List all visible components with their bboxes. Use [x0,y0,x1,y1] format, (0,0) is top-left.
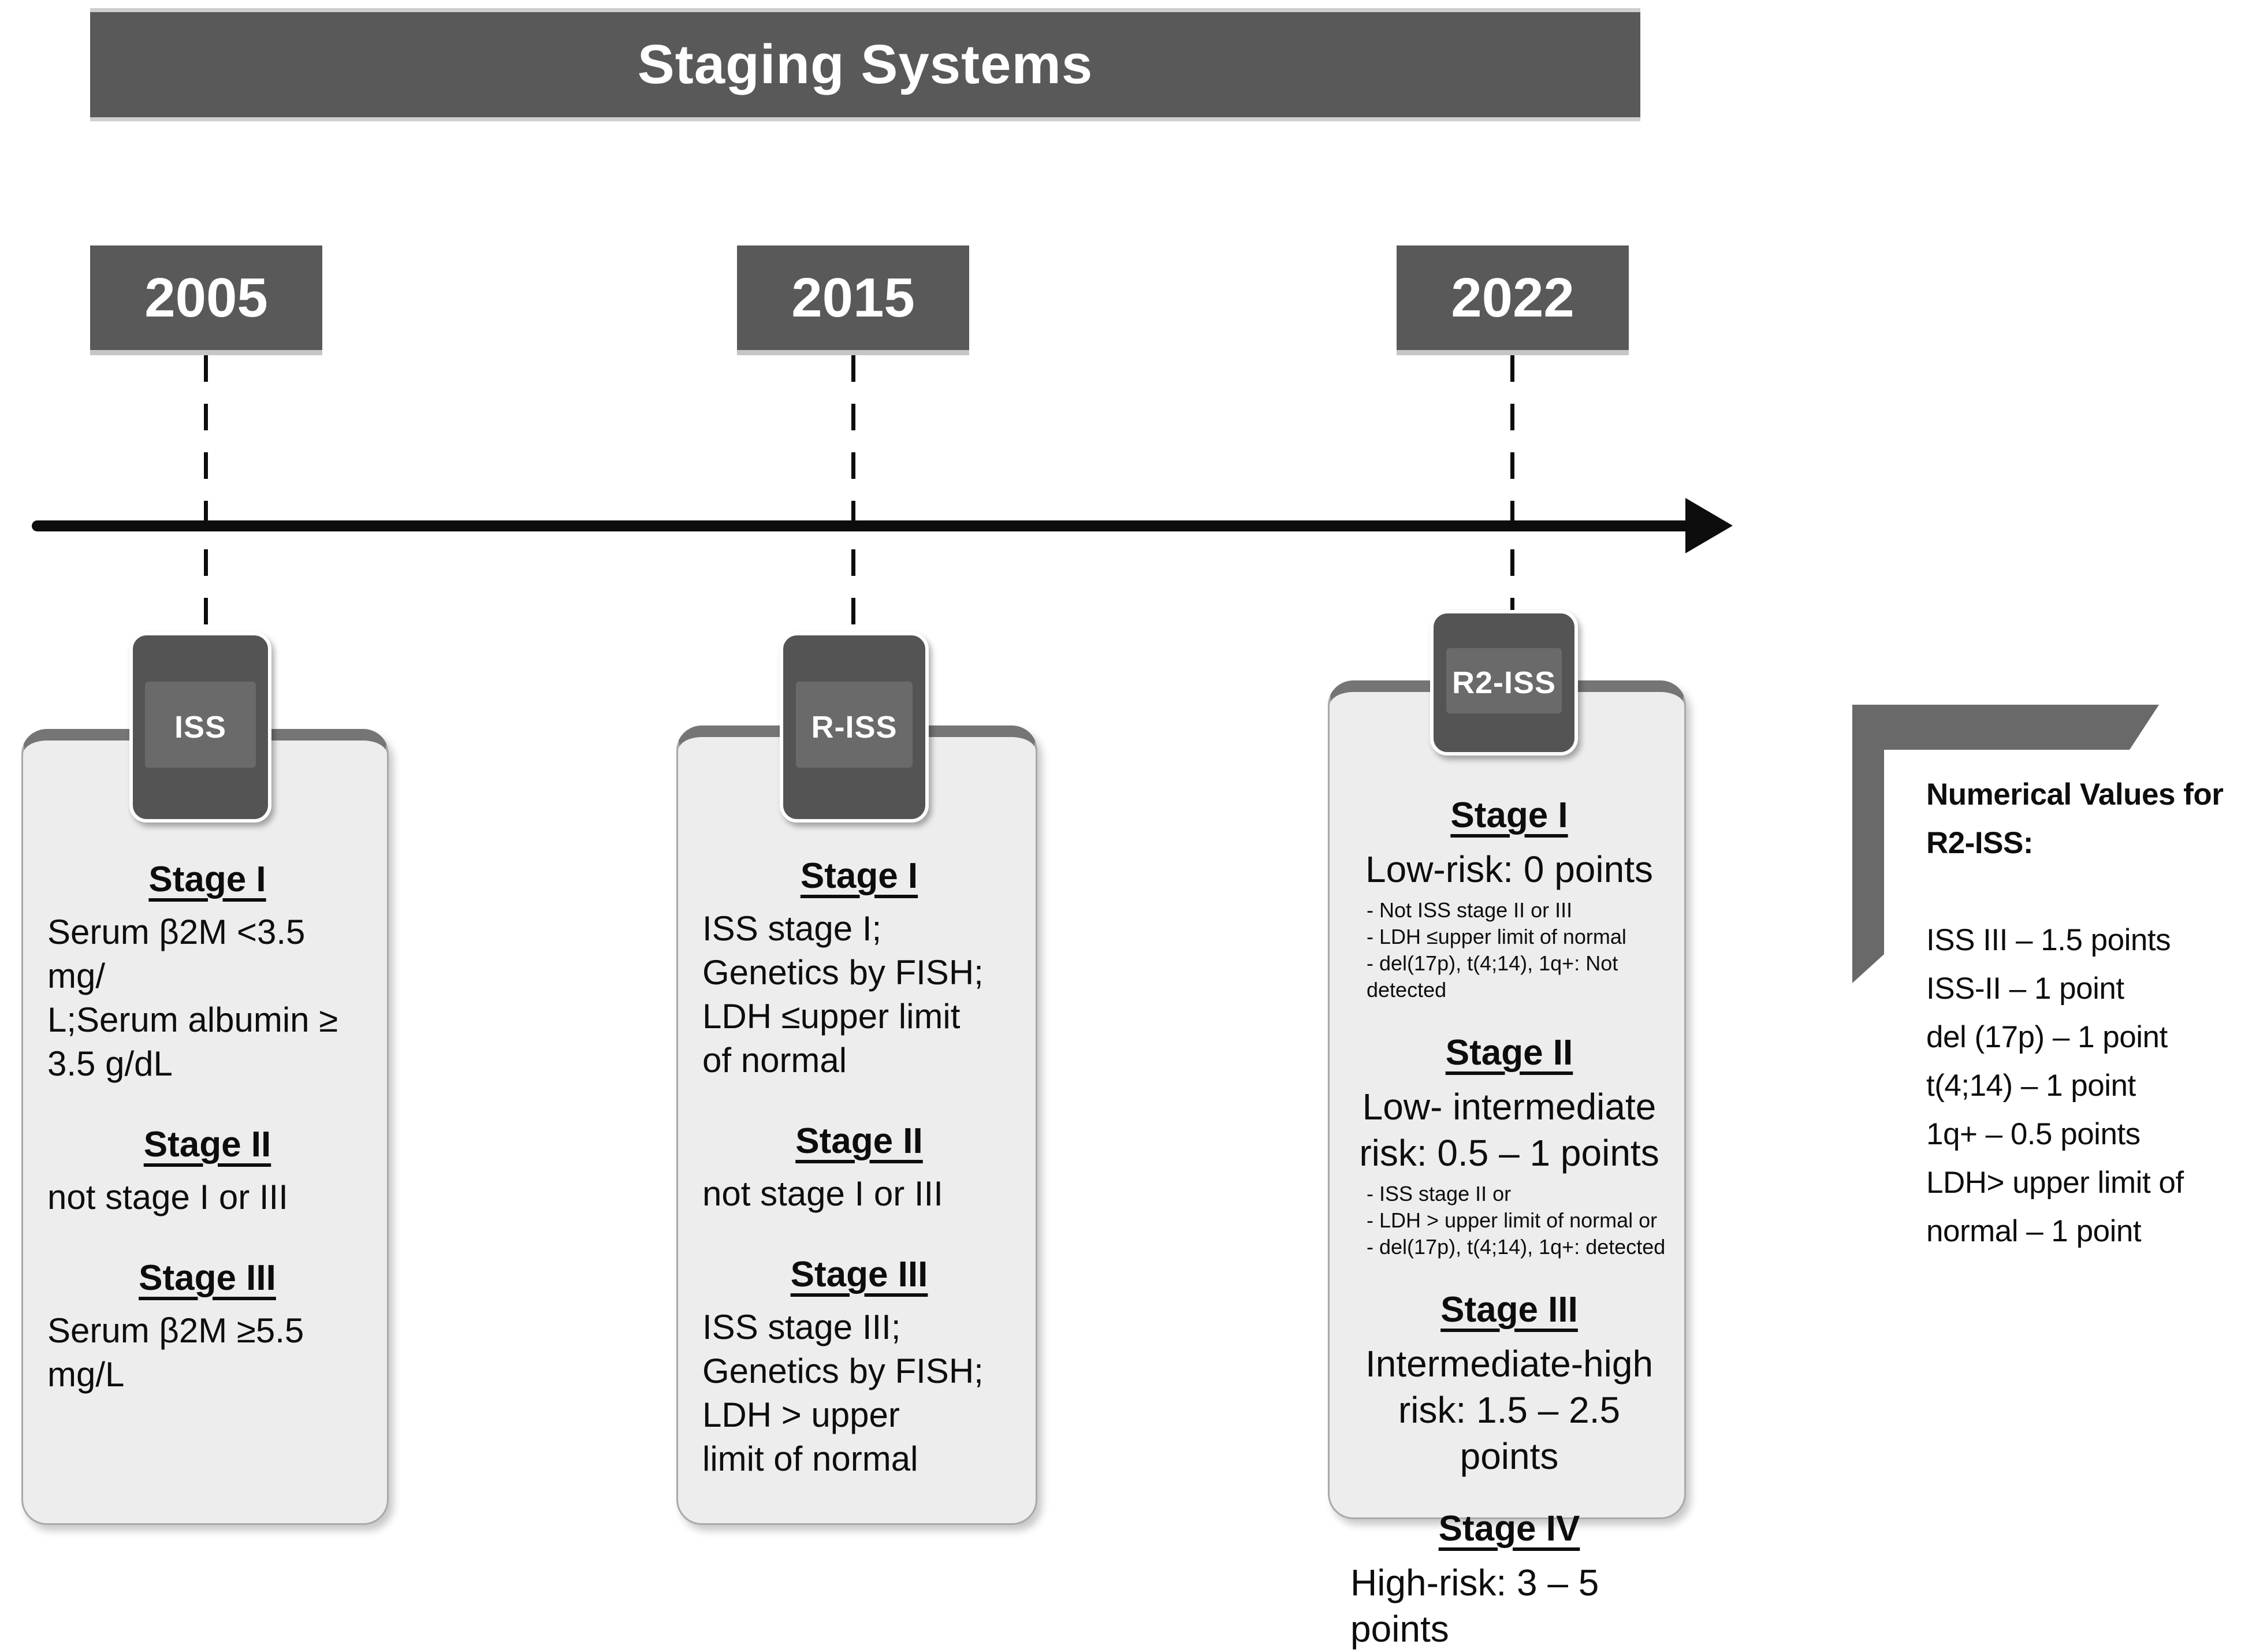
dashed-connector-2005 [204,355,208,634]
stage-heading: Stage I [1450,795,1568,835]
badge-label: R2-ISS [1451,665,1557,700]
stage-section: Stage III ISS stage III; Genetics by FIS… [699,1254,1019,1481]
year-marker-2015: 2015 [737,245,969,355]
timeline-axis [32,520,1695,531]
stage-heading: Stage I [800,856,918,896]
system-badge-r2-iss: R2-ISS [1430,610,1578,756]
timeline-arrowhead-icon [1685,498,1733,553]
year-label: 2005 [144,266,268,329]
stage-body: ISS stage III; Genetics by FISH; LDH > u… [702,1308,984,1478]
stage-section: Stage II Low- intermediate risk: 0.5 – 1… [1350,1032,1668,1260]
stage-heading: Stage III [790,1255,928,1294]
dashed-connector-2022 [1510,355,1514,612]
stage-heading: Stage III [1440,1290,1578,1330]
stage-body: Serum β2M <3.5 mg/ L;Serum albumin ≥ 3.5… [47,913,338,1083]
stage-bullets: - Not ISS stage II or III - LDH ≤upper l… [1367,898,1626,1002]
badge-label: ISS [174,710,227,745]
stage-risk: High-risk: 3 – 5 points [1350,1562,1599,1650]
stage-body: Serum β2M ≥5.5 mg/L [47,1311,304,1394]
legend: Numerical Values for R2-ISS: ISS III – 1… [1926,722,2224,1304]
stage-section: Stage II not stage I or III [44,1124,371,1219]
card-r2-iss-content: Stage I Low-risk: 0 points - Not ISS sta… [1330,692,1684,1652]
page-title: Staging Systems [637,34,1093,95]
card-r2-iss: Stage I Low-risk: 0 points - Not ISS sta… [1328,680,1686,1650]
stage-heading: Stage III [139,1258,276,1298]
system-badge-iss: ISS [129,632,271,823]
legend-values: ISS III – 1.5 points ISS-II – 1 point de… [1926,923,2184,1248]
stage-risk: Low-risk: 0 points [1365,849,1653,890]
card-iss-content: Stage I Serum β2M <3.5 mg/ L;Serum album… [23,741,387,1397]
stage-risk: Low- intermediate risk: 0.5 – 1 points [1359,1086,1659,1174]
legend-corner-bracket-icon [1852,705,2159,983]
legend-heading: Numerical Values for R2-ISS: [1926,777,2224,860]
card-iss: Stage I Serum β2M <3.5 mg/ L;Serum album… [21,729,389,1525]
stage-section: Stage II not stage I or III [699,1121,1019,1216]
stage-heading: Stage I [148,860,266,899]
stage-body: ISS stage I; Genetics by FISH; LDH ≤uppe… [702,909,984,1080]
badge-bevel [1446,648,1562,713]
stage-section: Stage III Serum β2M ≥5.5 mg/L [44,1257,371,1397]
year-marker-2005: 2005 [90,245,322,355]
dashed-connector-2015 [851,355,855,634]
year-label: 2015 [791,266,915,329]
badge-bevel [145,681,256,768]
card-r-iss: Stage I ISS stage I; Genetics by FISH; L… [676,725,1037,1525]
stage-section: Stage I Low-risk: 0 points - Not ISS sta… [1350,795,1668,1003]
stage-risk: Intermediate-high risk: 1.5 – 2.5 points [1365,1343,1654,1477]
stage-heading: Stage II [1445,1033,1573,1073]
stage-heading: Stage II [143,1125,271,1164]
stage-section: Stage I ISS stage I; Genetics by FISH; L… [699,855,1019,1082]
system-badge-r-iss: R-ISS [780,632,929,823]
stage-section: Stage IV High-risk: 3 – 5 points [1350,1508,1668,1652]
stage-body: not stage I or III [47,1178,288,1216]
stage-section: Stage III Intermediate-high risk: 1.5 – … [1350,1289,1668,1479]
badge-label: R-ISS [811,710,898,745]
stage-heading: Stage II [795,1121,923,1161]
title-bar: Staging Systems [90,8,1640,121]
year-marker-2022: 2022 [1397,245,1629,355]
stage-body: not stage I or III [702,1174,943,1213]
year-label: 2022 [1451,266,1574,329]
badge-bevel [796,681,913,768]
card-r-iss-content: Stage I ISS stage I; Genetics by FISH; L… [678,737,1036,1481]
stage-bullets: - ISS stage II or - LDH > upper limit of… [1367,1182,1666,1259]
stage-section: Stage I Serum β2M <3.5 mg/ L;Serum album… [44,859,371,1086]
stage-heading: Stage IV [1438,1509,1580,1549]
